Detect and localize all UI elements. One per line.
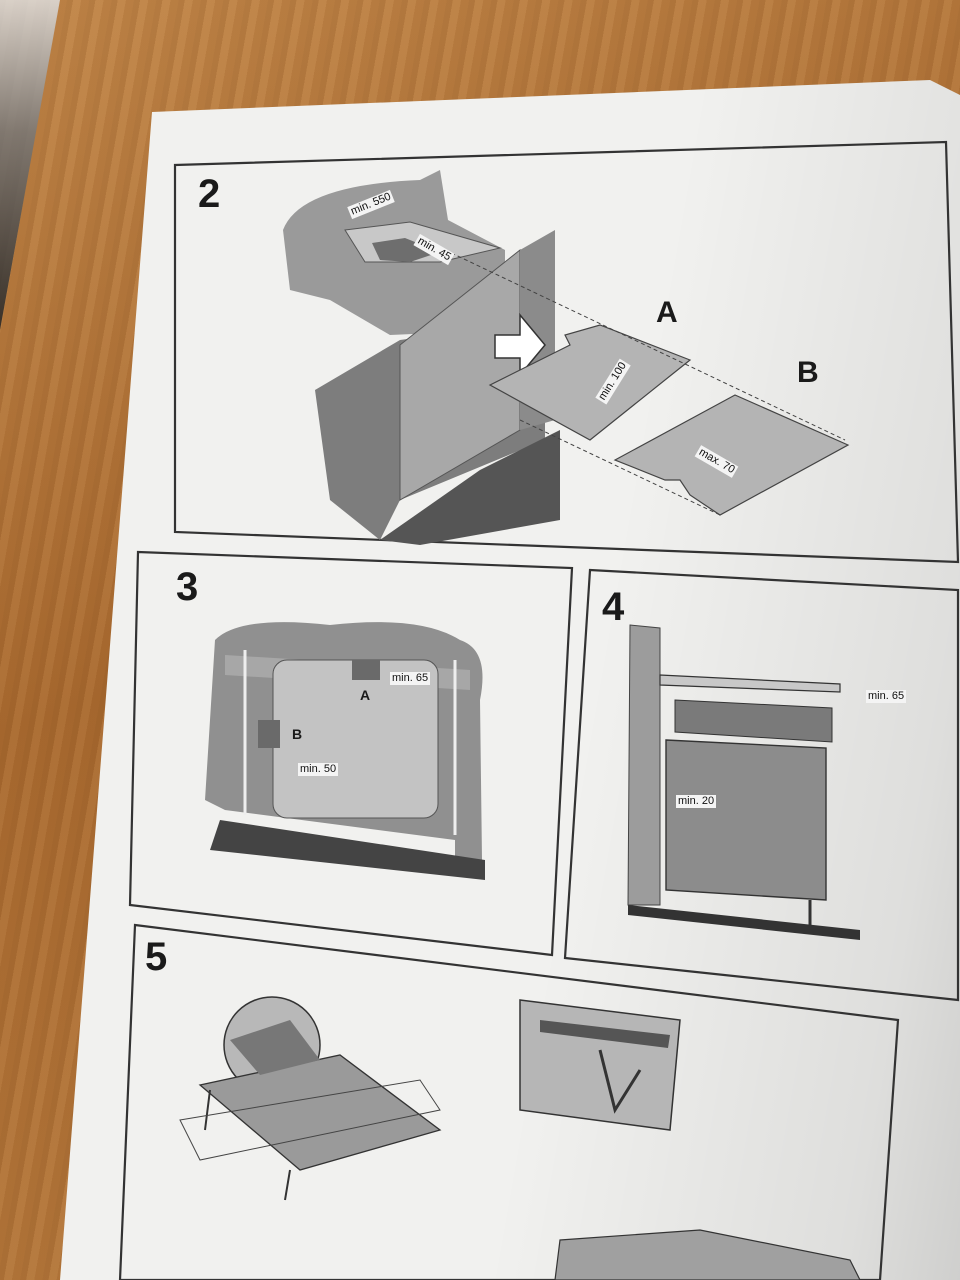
panel-2-frame — [173, 140, 960, 564]
panel-3-drawing — [205, 622, 485, 880]
panel-4-frame — [563, 568, 960, 1002]
panel-3-dim-2: min. 50 — [298, 763, 339, 776]
panel-4-dim-2: min. 20 — [676, 795, 717, 808]
panel-3-frame — [128, 550, 574, 957]
panel-3-dim-1: min. 65 — [390, 672, 431, 685]
plate-a — [488, 324, 692, 441]
panel-4-number: 4 — [602, 585, 625, 629]
panel-2-drawing — [283, 170, 850, 545]
panel-3-letter-b: B — [292, 726, 303, 742]
panel-5-frame — [118, 923, 900, 1280]
panel-4-dim-1: min. 65 — [866, 690, 907, 703]
panel-3-letter-a: A — [360, 687, 371, 703]
panel-5-number: 5 — [145, 935, 168, 979]
panel-5-drawing — [179, 996, 861, 1280]
panel-2-letter-a: A — [656, 296, 678, 329]
panel-3-number: 3 — [176, 565, 199, 609]
plate-b — [613, 394, 850, 516]
panel-2-number: 2 — [198, 172, 221, 216]
panel-2-letter-b: B — [797, 356, 819, 389]
panel-4-drawing — [627, 624, 860, 940]
